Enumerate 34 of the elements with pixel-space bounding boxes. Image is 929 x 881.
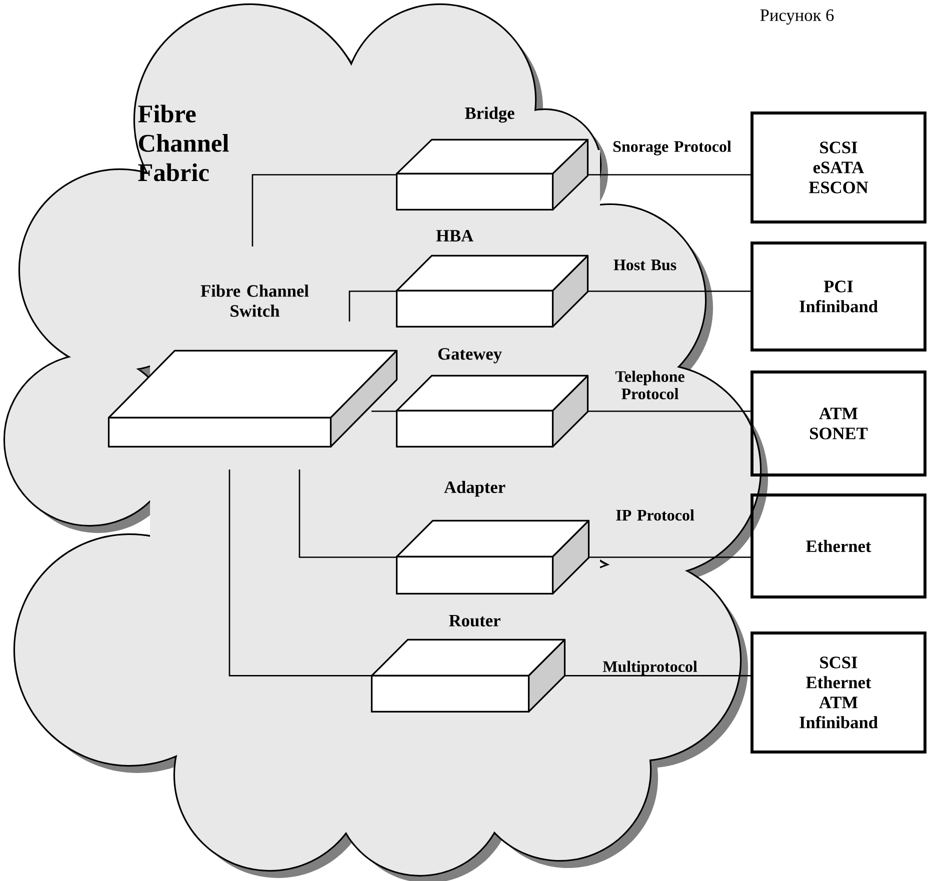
connector-line bbox=[348, 290, 396, 322]
node-label: Fabric bbox=[138, 163, 209, 182]
node-label: Fibre Channel bbox=[138, 104, 229, 152]
node-label: Bridge bbox=[464, 106, 514, 123]
connector-line bbox=[298, 469, 396, 558]
edge-label: IP Protocol bbox=[616, 509, 694, 521]
device-box: HBA bbox=[396, 230, 589, 328]
protocol-box: SCSI eSATA ESCON bbox=[750, 112, 926, 224]
connector-line bbox=[371, 410, 396, 412]
connector-line bbox=[589, 556, 751, 558]
node-label: Gatewey bbox=[438, 348, 502, 364]
protocol-box: Ethernet bbox=[750, 494, 926, 598]
edge-label: Host Bus bbox=[614, 260, 676, 270]
device-box: Gatewey bbox=[396, 348, 589, 448]
node-label: Adapter bbox=[444, 480, 506, 497]
edge-label: Telephone Protocol bbox=[615, 370, 684, 400]
node-label: Router bbox=[449, 614, 500, 627]
device-box: Router bbox=[370, 614, 566, 713]
device-box: Bridge bbox=[396, 106, 589, 211]
connector-line bbox=[565, 675, 751, 676]
protocol-box: SCSI Ethernet ATM Infiniband bbox=[750, 632, 926, 754]
device-box: Adapter bbox=[396, 480, 590, 595]
node-label: Fibre Channel Switch bbox=[200, 284, 309, 317]
connector-line bbox=[588, 290, 751, 292]
connector-line bbox=[252, 174, 396, 246]
protocol-box: PCI Infiniband bbox=[750, 242, 926, 352]
connector-line bbox=[588, 174, 751, 176]
connector-line bbox=[228, 469, 372, 676]
node-label: HBA bbox=[436, 230, 474, 242]
protocol-box: ATM SONET bbox=[750, 370, 926, 476]
device-box: Fibre Channel Switch bbox=[108, 284, 398, 448]
edge-label: Multiprotocol bbox=[602, 660, 698, 676]
edge-label: Snorage Protocol bbox=[613, 140, 732, 156]
connector-line bbox=[588, 410, 751, 412]
